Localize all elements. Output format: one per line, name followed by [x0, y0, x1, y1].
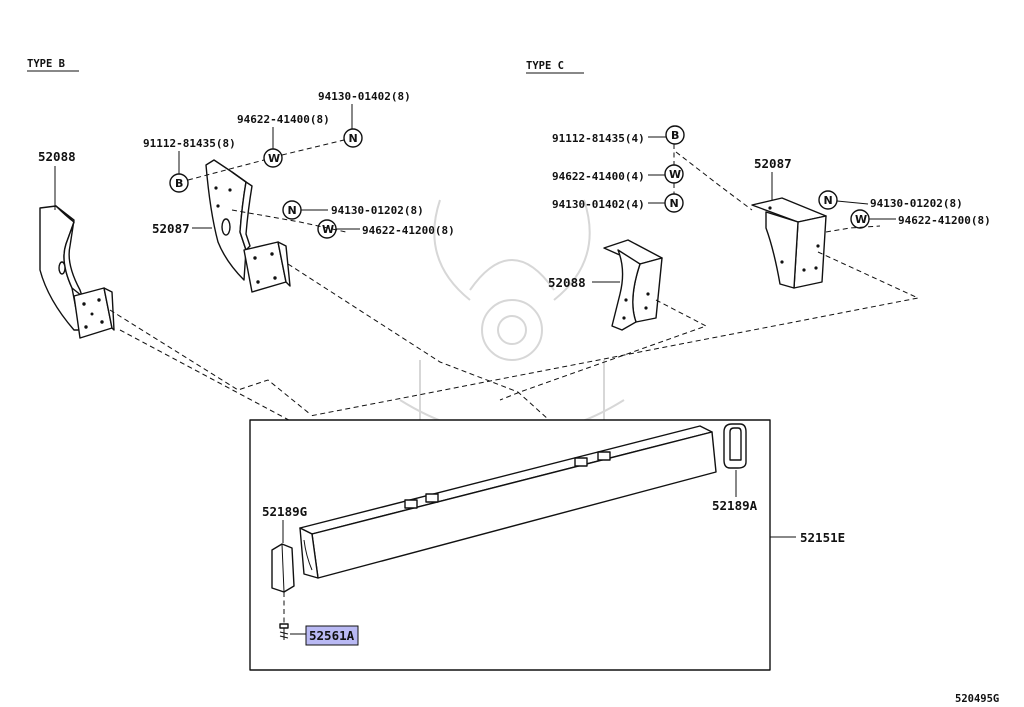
part-label-52087-b: 52087 — [152, 221, 190, 236]
part-label-52189a: 52189A — [712, 498, 758, 513]
part-label-52088-b: 52088 — [38, 149, 76, 164]
svg-text:N: N — [288, 204, 297, 217]
part-label-52189g: 52189G — [262, 504, 307, 519]
svg-text:N: N — [349, 132, 358, 145]
svg-text:B: B — [175, 177, 183, 190]
type-b-heading: TYPE B — [27, 58, 65, 70]
bracket-52088-type-b — [39, 205, 115, 339]
label-94622-41200-c: 94622-41200(8) — [898, 214, 991, 227]
svg-text:N: N — [670, 197, 679, 210]
bracket-52087-type-c — [751, 197, 827, 289]
part-label-52087-c: 52087 — [754, 156, 792, 171]
washer-icon: W — [317, 219, 337, 239]
label-94622-41200-b: 94622-41200(8) — [362, 224, 455, 237]
svg-text:B: B — [671, 129, 679, 142]
nut-icon: N — [664, 193, 684, 213]
nut-icon: N — [282, 200, 302, 220]
bolt-icon: B — [665, 125, 685, 145]
svg-text:W: W — [322, 223, 334, 236]
bracket-52087-type-b — [205, 159, 291, 293]
label-91112-81435-b: 91112-81435(8) — [143, 137, 236, 150]
label-94130-01202-b: 94130-01202(8) — [331, 204, 424, 217]
label-94622-41400-b: 94622-41400(8) — [237, 113, 330, 126]
label-94130-01402-b: 94130-01402(8) — [318, 90, 411, 103]
nut-icon: N — [818, 190, 838, 210]
bolt-icon: B — [169, 173, 189, 193]
washer-icon: W — [263, 148, 283, 168]
label-94622-41400-c: 94622-41400(4) — [552, 170, 645, 183]
bracket-52088-type-c — [603, 239, 663, 331]
screw-icon — [279, 623, 289, 640]
svg-text:W: W — [669, 168, 681, 181]
label-91112-81435-c: 91112-81435(4) — [552, 132, 645, 145]
part-label-52151e: 52151E — [800, 530, 845, 545]
washer-icon: W — [664, 164, 684, 184]
label-94130-01402-c: 94130-01402(4) — [552, 198, 645, 211]
end-cap-52189a — [723, 423, 747, 469]
svg-text:N: N — [824, 194, 833, 207]
nut-icon: N — [343, 128, 363, 148]
diagram-code: 520495G — [955, 693, 999, 705]
type-c-heading: TYPE C — [526, 60, 564, 72]
part-label-52561a: 52561A — [309, 628, 355, 643]
svg-text:W: W — [268, 152, 280, 165]
svg-text:W: W — [855, 213, 867, 226]
label-94130-01202-c: 94130-01202(8) — [870, 197, 963, 210]
part-label-52088-c: 52088 — [548, 275, 586, 290]
end-cap-52189g — [271, 543, 295, 593]
part-label-52561a-highlight — [305, 625, 359, 646]
rear-bumper-bar — [299, 425, 717, 579]
washer-icon: W — [850, 209, 870, 229]
